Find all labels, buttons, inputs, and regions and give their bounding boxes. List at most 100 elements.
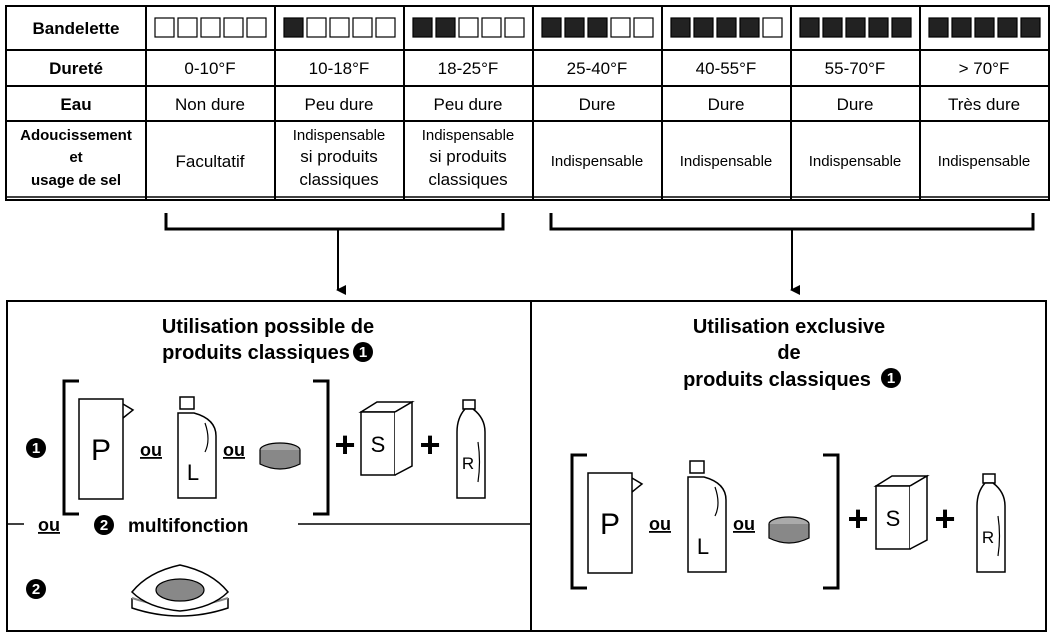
row-label-softening-1: Adoucissement [20,127,132,144]
row-label-water: Eau [60,95,91,114]
right-panel-title-line3: produits classiques [683,369,871,391]
liquid-detergent-icon: L [687,460,727,573]
close-bracket [313,379,330,516]
strip-square-filled [739,17,760,38]
number-two-badge: 2 [26,579,46,599]
softening-cell: Indispensable [422,127,515,144]
powder-detergent-icon: P [587,472,644,574]
right-panel: Utilisation exclusive de produits classi… [570,316,1006,590]
svg-text:2: 2 [100,517,108,534]
strip-square-empty [504,17,525,38]
row-label-strip: Bandelette [33,19,120,38]
svg-text:1: 1 [359,344,367,361]
strip-square-filled [693,17,714,38]
right-bracket-arrow [549,213,1035,295]
strip-square-empty [246,17,267,38]
salt-letter: S [886,506,901,531]
strip-square-filled [435,17,456,38]
number-two-badge: 2 [94,515,114,535]
water-cell: Dure [837,95,874,114]
salt-box-icon: S [358,400,415,476]
water-cell: Non dure [175,95,245,114]
strip-square-filled [845,17,866,38]
or-word: ou [223,440,245,460]
strip-square-empty [306,17,327,38]
row-label-softening-2: et [69,149,82,166]
strip-square-filled [412,17,433,38]
salt-box-icon: S [873,474,930,550]
strip-cell [283,17,396,38]
softening-cell: si produits [300,147,377,166]
or-word: ou [733,514,755,534]
svg-text:2: 2 [32,581,40,598]
detergent-tablet-icon [768,516,810,544]
strip-cell [928,17,1041,38]
or-word: ou [649,514,671,534]
hardness-cell: 55-70°F [825,59,886,78]
strip-square-empty [223,17,244,38]
number-one-badge: 1 [353,342,373,362]
strip-square-empty [200,17,221,38]
liquid-letter: L [697,534,709,559]
strip-square-filled [716,17,737,38]
hardness-cell: 18-25°F [438,59,499,78]
hardness-cell: 0-10°F [184,59,235,78]
strip-cell [412,17,525,38]
hardness-table: Bandelette Dureté Eau Adoucissement et u… [5,5,1050,201]
strip-square-filled [951,17,972,38]
open-bracket [570,453,587,590]
powder-detergent-icon: P [78,398,135,500]
hardness-cell: 10-18°F [309,59,370,78]
strip-square-filled [564,17,585,38]
svg-text:1: 1 [887,370,895,387]
salt-letter: S [371,432,386,457]
left-panel-title-line2: produits classiques [162,342,350,364]
close-bracket [823,453,840,590]
svg-text:1: 1 [32,440,40,457]
strip-square-filled [928,17,949,38]
right-panel-title-line2: de [777,342,800,364]
water-cell: Très dure [948,95,1020,114]
strip-cell [799,17,912,38]
water-cell: Dure [579,95,616,114]
strip-square-empty [329,17,350,38]
liquid-detergent-icon: L [177,396,217,499]
plus-sign: + [934,498,955,539]
strip-square-empty [458,17,479,38]
strip-square-filled [974,17,995,38]
strip-cell [154,17,267,38]
strip-square-filled [1020,17,1041,38]
softening-cell: Indispensable [293,127,386,144]
left-panel: Utilisation possible de produits classiq… [8,316,531,617]
hardness-cell: > 70°F [959,59,1010,78]
strip-cell [541,17,654,38]
strip-square-empty [633,17,654,38]
powder-letter: P [600,508,620,541]
softening-cell: Indispensable [938,153,1031,170]
strip-square-empty [481,17,502,38]
bottom-panels-frame [6,300,1047,632]
row-label-hardness: Dureté [49,59,103,78]
strip-cell [670,17,783,38]
plus-sign: + [847,498,868,539]
softening-cell: classiques [428,170,507,189]
row-label-softening-3: usage de sel [31,172,121,189]
strip-row [154,17,1041,38]
rinse-letter: R [462,454,474,473]
strip-square-filled [283,17,304,38]
or-word: ou [38,515,60,535]
left-bracket-arrow [164,213,505,295]
right-panel-title-line1: Utilisation exclusive [693,316,885,338]
strip-square-filled [587,17,608,38]
softening-cell: Indispensable [680,153,773,170]
multifunction-label: multifonction [128,516,248,537]
number-one-badge: 1 [26,438,46,458]
rinse-aid-bottle-icon: R [976,473,1006,573]
liquid-letter: L [187,460,199,485]
strip-square-filled [997,17,1018,38]
open-bracket [62,379,79,516]
water-cell: Peu dure [305,95,374,114]
multifunction-tablet-icon [130,564,230,617]
softening-cell: Facultatif [176,152,245,171]
